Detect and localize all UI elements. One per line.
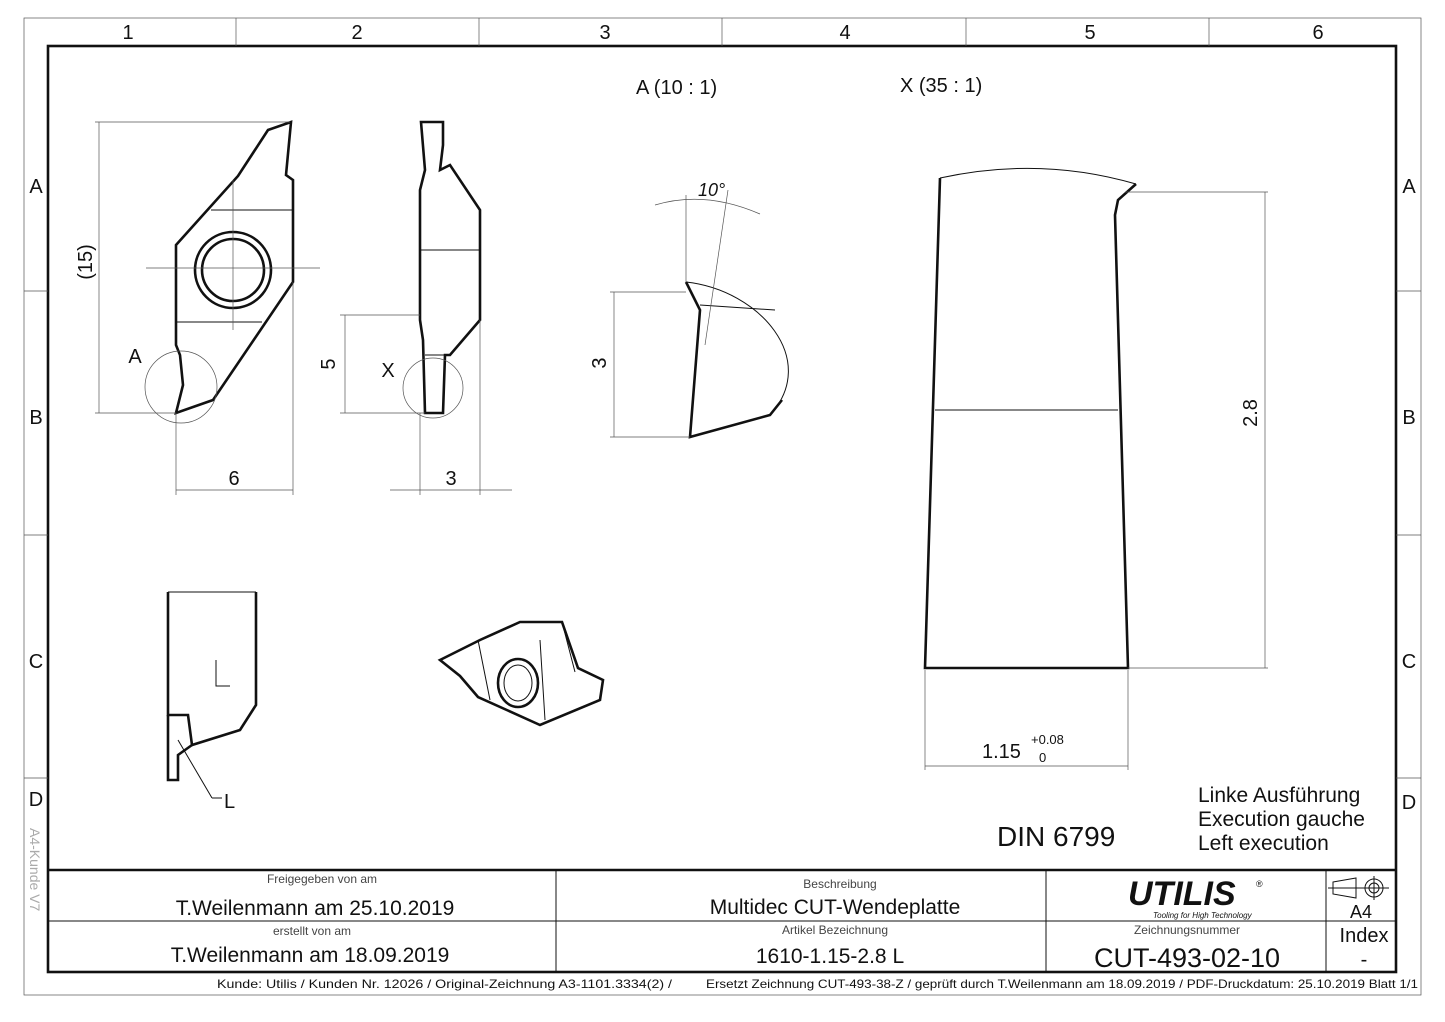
created-caption: erstellt von am	[273, 924, 351, 938]
released-caption: Freigegeben von am	[267, 872, 377, 886]
detail-marker-x: X	[381, 360, 394, 382]
dimension-15: (15)	[75, 244, 97, 280]
dimension-6: 6	[228, 468, 239, 490]
row-labels: A B C D A B C D	[29, 176, 1417, 814]
detail-x-view	[923, 167, 1268, 770]
standard-note: DIN 6799	[997, 821, 1115, 852]
drawing-number-value: CUT-493-02-10	[1094, 943, 1280, 973]
dimension-5: 5	[318, 358, 340, 369]
detail-a-view	[610, 189, 789, 439]
detail-x-title: X (35 : 1)	[900, 75, 982, 97]
row-label: C	[1402, 651, 1416, 673]
column-label: 6	[1312, 22, 1323, 44]
utilis-logo: UTILIS	[1128, 875, 1236, 913]
row-label: A	[1402, 176, 1416, 198]
sheet-format-label: A4-Kunde V7	[27, 828, 43, 911]
hand-leader-label: L	[224, 791, 235, 813]
article-value: 1610-1.15-2.8 L	[756, 945, 904, 968]
execution-note-en: Left execution	[1198, 832, 1329, 855]
footer-right: Ersetzt Zeichnung CUT-493-38-Z / geprüft…	[706, 977, 1418, 991]
dimension-1-15: 1.15	[982, 741, 1021, 763]
description-caption: Beschreibung	[803, 877, 876, 891]
execution-note-fr: Execution gauche	[1198, 808, 1365, 831]
sheet-format: A4	[1350, 902, 1372, 922]
row-label: D	[1402, 792, 1416, 814]
column-label: 5	[1084, 22, 1095, 44]
row-label: B	[1402, 407, 1415, 429]
row-label: B	[29, 407, 42, 429]
insert-side-view	[340, 120, 512, 495]
insert-front-view	[95, 120, 320, 495]
drawing-number-caption: Zeichnungsnummer	[1134, 923, 1240, 937]
execution-note-de: Linke Ausführung	[1198, 784, 1360, 807]
grid-dividers	[24, 18, 1421, 779]
column-label: 4	[839, 22, 850, 44]
holder-view	[166, 591, 258, 799]
article-caption: Artikel Bezeichnung	[782, 923, 888, 937]
dimension-2-8: 2.8	[1240, 399, 1262, 427]
created-value: T.Weilenmann am 18.09.2019	[171, 944, 450, 967]
row-label: A	[29, 176, 43, 198]
tolerance-lower: 0	[1039, 750, 1046, 765]
detail-a-title: A (10 : 1)	[636, 77, 717, 99]
dimension-3-side: 3	[445, 468, 456, 490]
outer-frame	[23, 17, 1422, 996]
title-block	[48, 868, 1396, 972]
row-label: C	[29, 651, 43, 673]
dimension-10-degree: 10°	[698, 180, 725, 200]
footer-left: Kunde: Utilis / Kunden Nr. 12026 / Origi…	[217, 977, 673, 991]
column-label: 3	[599, 22, 610, 44]
index-value: -	[1361, 949, 1368, 971]
logo-tagline: Tooling for High Technology	[1153, 911, 1253, 920]
description-value: Multidec CUT-Wendeplatte	[710, 896, 961, 919]
released-value: T.Weilenmann am 25.10.2019	[176, 897, 455, 920]
column-label: 2	[351, 22, 362, 44]
column-label: 1	[122, 22, 133, 44]
row-label: D	[29, 789, 43, 811]
dimension-3-detail: 3	[589, 357, 611, 368]
detail-marker-a: A	[128, 346, 142, 368]
index-caption: Index	[1340, 925, 1389, 947]
tolerance-upper: +0.08	[1031, 732, 1064, 747]
registered-mark: ®	[1256, 879, 1263, 889]
projection-symbol-icon	[1328, 876, 1389, 900]
column-labels: 1 2 3 4 5 6	[122, 22, 1323, 44]
insert-isometric-view	[437, 620, 605, 727]
